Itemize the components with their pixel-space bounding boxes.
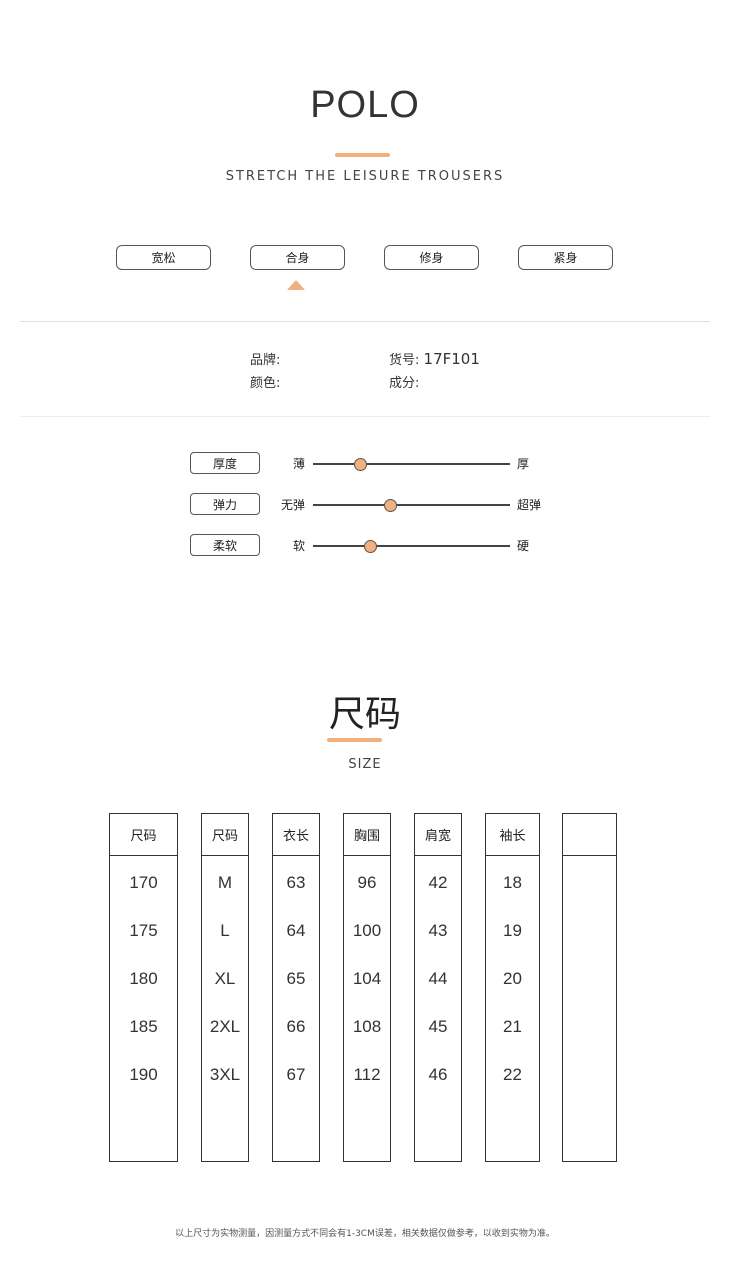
table-cell: 108 (352, 1017, 382, 1036)
composition-label: 成分: (389, 376, 420, 391)
table-cell: 100 (352, 921, 382, 940)
table-cell: 190 (129, 1065, 158, 1084)
table-cell: 45 (428, 1017, 448, 1036)
attribute-slider-knob (383, 499, 397, 512)
size-section-subtitle: SIZE (348, 757, 382, 772)
color-label: 颜色: (250, 376, 281, 391)
table-cell: XL (214, 969, 236, 988)
fit-option-loose[interactable]: 宽松 (116, 245, 211, 270)
item-no-value: 17F101 (423, 350, 480, 368)
page-title: POLO (310, 84, 420, 126)
table-cell: L (220, 921, 230, 940)
divider (20, 416, 710, 417)
attribute-slider-track (313, 545, 510, 547)
attribute-max-label: 厚 (517, 457, 530, 471)
table-cell: 3XL (209, 1065, 241, 1084)
attribute-min-label: 薄 (292, 457, 305, 471)
table-header: 肩宽 (415, 814, 461, 856)
table-cell: 67 (286, 1065, 306, 1084)
selected-indicator-icon (287, 280, 305, 290)
table-cell: 175 (129, 921, 158, 940)
table-cell: 65 (286, 969, 306, 988)
attribute-label: 弹力 (190, 493, 260, 515)
table-cell: 18 (503, 873, 522, 892)
table-cell: 96 (357, 873, 377, 892)
table-cell: 43 (428, 921, 448, 940)
table-cell: 2XL (209, 1017, 241, 1036)
measurement-note: 以上尺寸为实物测量，因测量方式不同会有1-3CM误差，相关数据仅做参考，以收到实… (175, 1229, 555, 1239)
table-cell: 63 (286, 873, 306, 892)
attribute-label: 厚度 (190, 452, 260, 474)
table-cell: 46 (428, 1065, 448, 1084)
attribute-max-label: 超弹 (517, 498, 542, 512)
table-cell: 66 (286, 1017, 306, 1036)
attribute-slider-track (313, 463, 510, 465)
size-table-column: 袖长 18 19 20 21 22 (485, 813, 540, 1162)
size-table-column: 衣长 63 64 65 66 67 (272, 813, 320, 1162)
table-cell: 22 (503, 1065, 522, 1084)
table-header: 尺码 (110, 814, 177, 856)
attribute-max-label: 硬 (517, 539, 530, 553)
fit-option-regular[interactable]: 合身 (250, 245, 345, 270)
table-cell: 20 (503, 969, 522, 988)
size-table-column: 尺码 170 175 180 185 190 (109, 813, 178, 1162)
table-header: 胸围 (344, 814, 390, 856)
table-cell: 185 (129, 1017, 158, 1036)
table-cell: 64 (286, 921, 306, 940)
attribute-label: 柔软 (190, 534, 260, 556)
table-cell: 112 (353, 1065, 381, 1084)
attribute-min-label: 软 (292, 539, 305, 553)
table-cell: 21 (503, 1017, 522, 1036)
table-header: 尺码 (202, 814, 248, 856)
attribute-slider-knob (364, 540, 378, 553)
size-table-column: 肩宽 42 43 44 45 46 (414, 813, 462, 1162)
table-cell: 104 (352, 969, 382, 988)
title-accent-bar (335, 153, 390, 157)
size-section-title: 尺码 (328, 694, 401, 735)
table-header: 袖长 (486, 814, 539, 856)
divider (20, 321, 710, 322)
attribute-min-label: 无弹 (280, 498, 305, 512)
table-cell: 180 (129, 969, 158, 988)
attribute-slider-knob (354, 458, 368, 471)
size-table-column: 尺码 M L XL 2XL 3XL (201, 813, 249, 1162)
table-header: 衣长 (273, 814, 319, 856)
table-cell: 44 (428, 969, 448, 988)
size-table-column: 胸围 96 100 104 108 112 (343, 813, 391, 1162)
size-table-column (562, 813, 617, 1162)
table-header (563, 814, 616, 856)
table-cell: 170 (129, 873, 158, 892)
table-cell: 19 (503, 921, 522, 940)
fit-option-slim[interactable]: 修身 (384, 245, 479, 270)
table-cell: M (217, 873, 233, 892)
table-cell: 42 (428, 873, 448, 892)
page-subtitle: STRETCH THE LEISURE TROUSERS (225, 169, 505, 184)
brand-label: 品牌: (250, 353, 281, 368)
fit-option-tight[interactable]: 紧身 (518, 245, 613, 270)
attribute-slider-track (313, 504, 510, 506)
item-no-label: 货号: (389, 353, 420, 368)
size-accent-bar (327, 738, 382, 742)
